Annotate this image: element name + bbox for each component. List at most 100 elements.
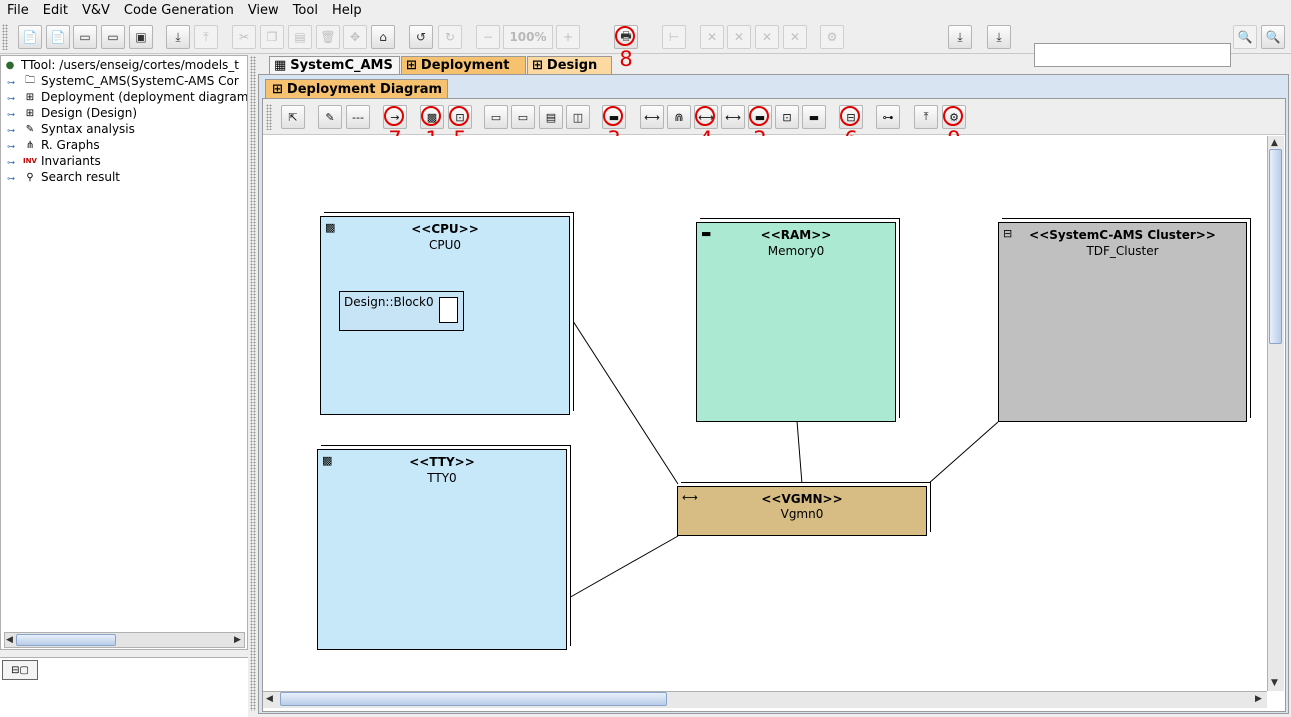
proverif-button[interactable]: ✕	[755, 25, 779, 49]
vgmn-node[interactable]: ⟷ <<VGMN>> Vgmn0	[677, 486, 927, 536]
splitter-grip[interactable]	[250, 56, 256, 711]
menu-bar: File Edit V&V Code Generation View Tool …	[0, 0, 1291, 20]
tree-item-search-result[interactable]: ⚲ Search result	[23, 170, 120, 184]
systemc-ams-cluster-node[interactable]: ⊟ <<SystemC-AMS Cluster>> TDF_Cluster	[998, 222, 1247, 422]
upload-button[interactable]: ⤓	[987, 25, 1011, 49]
tree-item-design[interactable]: ⊞ Design (Design)	[23, 106, 137, 120]
tab-systemc-ams[interactable]: ▦ SystemC_AMS	[269, 56, 400, 74]
add-timer-button[interactable]: ⊡	[775, 105, 799, 129]
tree-scroll-thumb[interactable]	[16, 634, 116, 646]
add-channel-button[interactable]: ⟷	[640, 105, 664, 129]
scroll-right-icon[interactable]: ▶	[234, 635, 241, 645]
scroll-left-icon[interactable]: ◀	[266, 694, 273, 704]
zoom-out-button[interactable]: −	[476, 25, 500, 49]
save-button[interactable]: ▣	[129, 25, 153, 49]
statistics-button[interactable]: ✕	[783, 25, 807, 49]
diagram-toolbar	[263, 99, 1285, 135]
add-rom-button[interactable]: ▬	[802, 105, 826, 129]
delete-button[interactable]: 🗑	[316, 25, 340, 49]
scroll-right-icon[interactable]: ▶	[1255, 694, 1262, 704]
cpu-node[interactable]: ▩ <<CPU>> CPU0 Design::Block0	[320, 216, 570, 415]
tree-toggle-icon[interactable]: ⊶	[7, 158, 15, 167]
diagram-toolbar-grip[interactable]	[266, 104, 272, 130]
tree-toggle-icon[interactable]: ⊶	[7, 126, 15, 135]
search-input[interactable]	[1034, 43, 1231, 67]
tree-item-r-graphs[interactable]: ⋔ R. Graphs	[23, 138, 100, 152]
scroll-down-icon[interactable]: ▼	[1271, 678, 1278, 688]
open-model-button[interactable]: ▭	[101, 25, 125, 49]
tree-toggle-icon[interactable]: ⊶	[7, 142, 15, 151]
add-icu-button[interactable]: ▭	[511, 105, 535, 129]
move-button[interactable]: ✥	[343, 25, 367, 49]
copy-button[interactable]: ❐	[260, 25, 284, 49]
paste-button[interactable]: ▤	[288, 25, 312, 49]
tree-toggle-icon[interactable]: ⊶	[7, 78, 15, 87]
link-cpu-vgmn[interactable]	[570, 317, 679, 485]
tree-item-invariants[interactable]: INV Invariants	[23, 154, 101, 168]
undo-button[interactable]: ↺	[409, 25, 433, 49]
artifact-design-block0[interactable]: Design::Block0	[339, 291, 464, 331]
minimap-thumbnail-icon[interactable]: ⊟▢	[2, 660, 38, 680]
tree-item-deployment[interactable]: ⊞ Deployment (deployment diagram	[23, 90, 247, 104]
tree-item-syntax-analysis[interactable]: ✎ Syntax analysis	[23, 122, 135, 136]
add-note-button[interactable]: ✎	[318, 105, 342, 129]
search-advanced-button[interactable]: 🔍	[1261, 25, 1285, 49]
ram-node[interactable]: ▬ <<RAM>> Memory0	[696, 222, 896, 422]
add-note-link-button[interactable]: ---	[346, 105, 370, 129]
download-button[interactable]: ⤓	[948, 25, 972, 49]
export-button[interactable]: ⤒	[194, 25, 218, 49]
zoom-in-button[interactable]: +	[556, 25, 580, 49]
tab-deployment-diagram[interactable]: ⊞ Deployment Diagram	[265, 79, 448, 98]
add-dma-button[interactable]: ◫	[566, 105, 590, 129]
edit-tool-button[interactable]: ⇱	[281, 105, 305, 129]
document-icon	[439, 297, 458, 323]
toolbar-grip[interactable]	[2, 24, 8, 50]
bus-icon: ▤	[545, 110, 557, 124]
scroll-left-icon[interactable]: ◀	[6, 635, 13, 645]
generate-code-button[interactable]: ⤒	[914, 105, 938, 129]
tty-node[interactable]: ▩ <<TTY>> TTY0	[317, 449, 567, 650]
tree-toggle-icon[interactable]: ⊶	[7, 110, 15, 119]
add-crossbar-button[interactable]: ⋒	[667, 105, 691, 129]
link-tty-vgmn[interactable]	[566, 535, 679, 600]
menu-view[interactable]: View	[247, 2, 279, 18]
tree-root[interactable]: ● TTool: /users/enseig/cortes/models_t	[3, 58, 239, 72]
artifact-icon: ⊶	[882, 110, 894, 124]
home-button[interactable]: ⌂	[371, 25, 395, 49]
canvas-horizontal-thumb[interactable]	[280, 692, 667, 706]
add-artifact-button[interactable]: ⊶	[876, 105, 900, 129]
check-syntax-button[interactable]: ⊢	[662, 25, 686, 49]
tree-toggle-icon[interactable]: ⊶	[7, 174, 15, 183]
tab-deployment[interactable]: ⊞ Deployment	[401, 56, 526, 74]
menu-help[interactable]: Help	[331, 2, 362, 18]
simulation-button[interactable]: ✕	[700, 25, 724, 49]
add-interconnect-button[interactable]: ⟷	[721, 105, 745, 129]
cut-button[interactable]: ✂	[232, 25, 256, 49]
new-project-button[interactable]: 📄	[18, 25, 42, 49]
settings-button[interactable]: ⚙	[820, 25, 844, 49]
canvas-vertical-thumb[interactable]	[1269, 149, 1282, 344]
menu-vv[interactable]: V&V	[81, 2, 110, 18]
import-button[interactable]: ⤓	[166, 25, 190, 49]
menu-edit[interactable]: Edit	[42, 2, 68, 18]
menu-file[interactable]: File	[7, 2, 29, 18]
link-ram-vgmn[interactable]	[796, 420, 803, 485]
link-cluster-vgmn[interactable]	[927, 421, 999, 485]
open-project-button[interactable]: ▭	[73, 25, 97, 49]
annotation-ring	[603, 106, 623, 126]
vgmn-name: Vgmn0	[780, 507, 824, 521]
redo-button[interactable]: ↻	[438, 25, 462, 49]
search-button[interactable]: 🔍	[1233, 25, 1257, 49]
tree-item-systemc-ams[interactable]: 🗀 SystemC_AMS(SystemC-AMS Cor	[23, 74, 239, 88]
tab-design[interactable]: ⊞ Design	[527, 56, 612, 74]
menu-code-generation[interactable]: Code Generation	[123, 2, 234, 18]
new-model-button[interactable]: 📄	[46, 25, 70, 49]
tree-toggle-icon[interactable]: ⊶	[7, 94, 15, 103]
verification-button[interactable]: ✕	[727, 25, 751, 49]
menu-tool[interactable]: Tool	[292, 2, 318, 18]
deployment-canvas[interactable]: ▩ <<CPU>> CPU0 Design::Block0 ▬ <<RAM>> …	[263, 136, 1267, 691]
scroll-up-icon[interactable]: ▲	[1271, 138, 1278, 148]
vgmn-icon: ⟷	[682, 491, 698, 504]
add-bridge-button[interactable]: ▭	[484, 105, 508, 129]
add-bus-button[interactable]: ▤	[539, 105, 563, 129]
